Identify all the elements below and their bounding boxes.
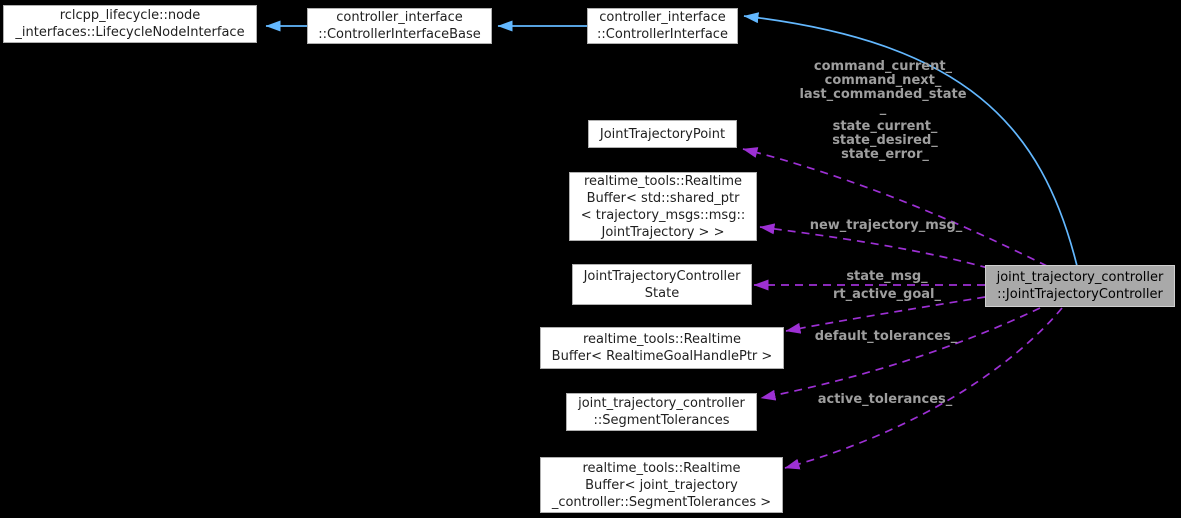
usage-edge-rt-active-goal — [785, 296, 986, 334]
node-joint-trajectory-point[interactable]: JointTrajectoryPoint — [588, 120, 737, 148]
usage-edge-active-tolerances — [784, 307, 1063, 470]
node-realtime-buffer-segment-tolerances[interactable]: realtime_tools::Realtime Buffer< joint_t… — [540, 457, 783, 513]
edge-label-rt-active-goal: rt_active_goal_ — [832, 287, 942, 302]
usage-edge-trajectory-point — [742, 147, 1048, 267]
edge-label-state-msg: state_msg_ — [846, 269, 928, 284]
edge-label-state-group: state_current_ state_desired_ state_erro… — [832, 119, 938, 162]
usage-edge-new-trajectory-msg — [759, 223, 989, 269]
edge-label-active-tolerances: active_tolerances_ — [817, 392, 953, 407]
node-realtime-buffer-trajectory[interactable]: realtime_tools::Realtime Buffer< std::sh… — [569, 172, 757, 241]
node-realtime-buffer-goal-handle[interactable]: realtime_tools::Realtime Buffer< Realtim… — [540, 327, 784, 369]
node-lifecycle-node-interface[interactable]: rclcpp_lifecycle::node _interfaces::Life… — [3, 5, 257, 43]
usage-edge-default-tolerances — [760, 307, 1041, 401]
edge-label-new-trajectory-msg: new_trajectory_msg_ — [809, 218, 963, 233]
inheritance-edge-main-to-interface — [743, 12, 1078, 267]
node-controller-interface-base[interactable]: controller_interface ::ControllerInterfa… — [307, 8, 492, 44]
node-joint-trajectory-controller-state[interactable]: JointTrajectoryController State — [572, 264, 752, 305]
edge-label-default-tolerances: default_tolerances_ — [814, 329, 958, 344]
node-segment-tolerances[interactable]: joint_trajectory_controller ::SegmentTol… — [566, 393, 757, 431]
node-controller-interface[interactable]: controller_interface ::ControllerInterfa… — [587, 8, 738, 44]
edge-label-command-group: command_current_ command_next_ last_comm… — [799, 59, 967, 116]
node-joint-trajectory-controller[interactable]: joint_trajectory_controller ::JointTraje… — [985, 265, 1175, 307]
